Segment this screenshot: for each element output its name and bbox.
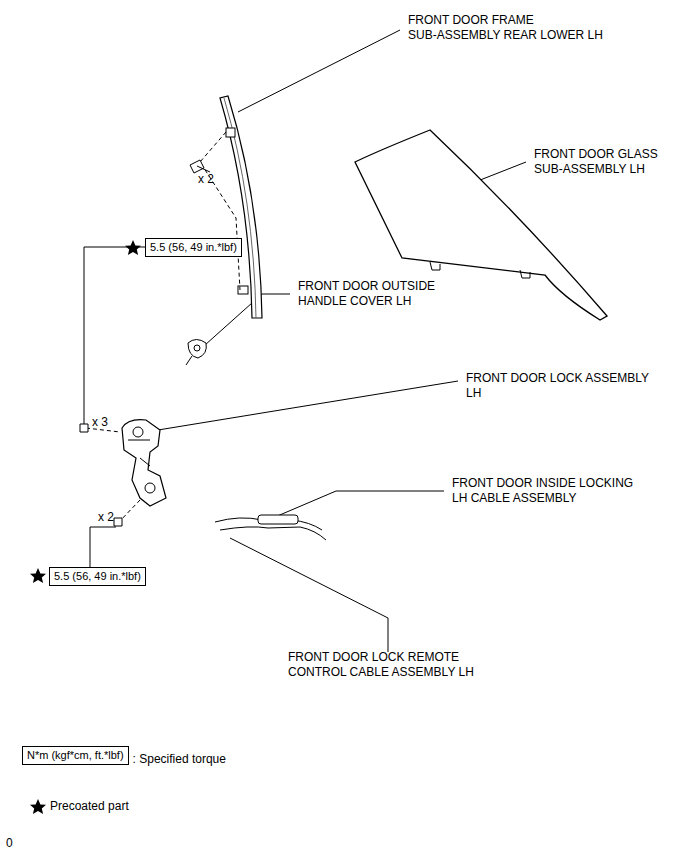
door-frame-part [224, 98, 256, 318]
handle-cover [188, 340, 206, 359]
part-name: FRONT DOOR LOCK ASSEMBLY LH [466, 371, 649, 401]
door-lock [133, 427, 143, 437]
quantity-label: 0 [6, 836, 13, 851]
quantity-label: x 2 [98, 510, 114, 525]
part-name: FRONT DOOR INSIDE LOCKING LH CABLE ASSEM… [452, 476, 633, 506]
leader-line [84, 247, 145, 424]
screw-symbol [80, 424, 88, 432]
leader-line [158, 381, 458, 430]
frame-clip [226, 128, 235, 137]
torque-box: 5.5 (56, 49 in.*lbf) [145, 238, 242, 257]
precoated-star [30, 568, 46, 583]
cable-sleeve [258, 515, 298, 524]
cable [220, 527, 326, 540]
leader-line [230, 538, 388, 652]
legend-star [29, 798, 47, 816]
legend-text: : Specified torque [133, 752, 226, 767]
torque-value: 5.5 (56, 49 in.*lbf) [54, 570, 141, 582]
legend-star [30, 799, 46, 814]
door-frame-part [220, 96, 262, 318]
torque-value: 5.5 (56, 49 in.*lbf) [150, 241, 237, 253]
part-name: FRONT DOOR OUTSIDE HANDLE COVER LH [298, 279, 435, 309]
torque-value: N*m (kgf*cm, ft.*lbf) [27, 749, 124, 761]
leader-line [90, 527, 116, 567]
handle-cover [194, 345, 200, 351]
leader-line [205, 294, 290, 345]
part-name: FRONT DOOR LOCK REMOTE CONTROL CABLE ASS… [288, 650, 474, 680]
quantity-label: x 2 [198, 172, 214, 187]
leader-line [238, 30, 400, 112]
dashed-line [200, 132, 240, 290]
glass-bracket [430, 262, 530, 278]
screw-symbol [190, 160, 210, 173]
door-lock [145, 483, 155, 493]
handle-cover [186, 356, 192, 365]
quantity-label: x 3 [92, 415, 108, 430]
torque-box: 5.5 (56, 49 in.*lbf) [49, 567, 146, 586]
torque-legend-box: N*m (kgf*cm, ft.*lbf) [22, 746, 129, 765]
door-lock [122, 420, 166, 506]
part-name: FRONT DOOR GLASS SUB-ASSEMBLY LH [534, 147, 658, 177]
dashed-line [86, 428, 140, 523]
precoated-star [125, 240, 141, 255]
door-lock [128, 440, 150, 466]
screw-symbol [114, 518, 122, 526]
part-name: FRONT DOOR FRAME SUB-ASSEMBLY REAR LOWER… [408, 13, 603, 43]
legend-text: Precoated part [50, 799, 129, 814]
